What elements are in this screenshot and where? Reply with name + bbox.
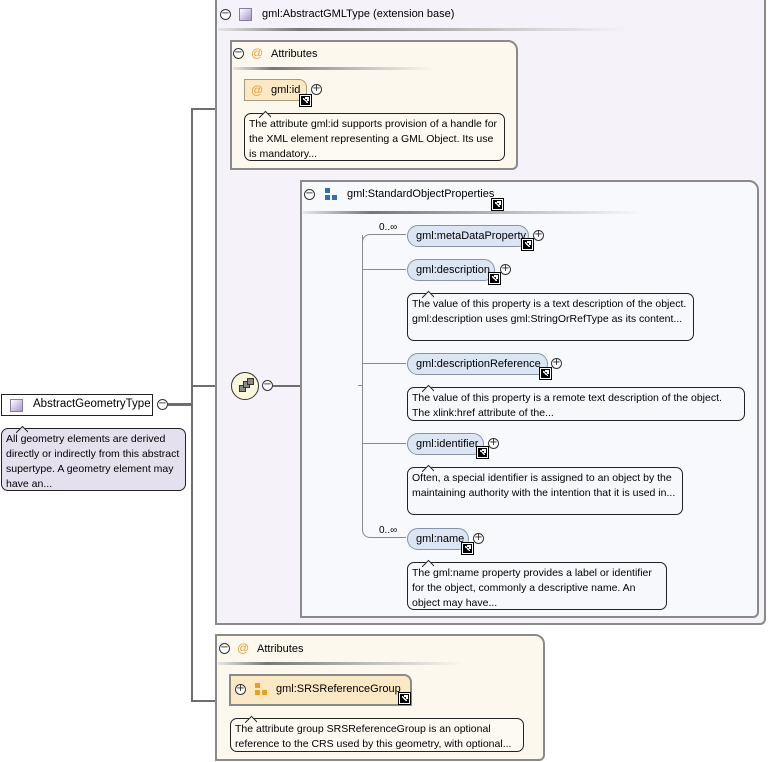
complex-type-icon xyxy=(239,8,252,21)
element-annotation-text: Often, a special identifier is assigned … xyxy=(412,472,676,499)
expand-element-toggle[interactable]: + xyxy=(473,532,484,544)
external-link-icon[interactable] xyxy=(399,693,410,704)
root-type-box[interactable]: AbstractGeometryType xyxy=(1,394,153,416)
external-link-icon[interactable] xyxy=(522,239,533,250)
element-annotation-text: The value of this property is a remote t… xyxy=(412,392,722,419)
attribute-group-srsreferencegroup[interactable]: + gml:SRSReferenceGroup xyxy=(229,674,412,706)
expand-element-toggle[interactable]: + xyxy=(500,263,511,275)
attributes-title: Attributes xyxy=(257,643,304,655)
external-link-icon[interactable] xyxy=(489,273,500,284)
connector xyxy=(358,385,363,386)
group-icon xyxy=(325,188,337,200)
external-link-icon[interactable] xyxy=(477,447,488,458)
attribute-annotation-text: The attribute gml:id supports provision … xyxy=(249,118,498,160)
element-metadataproperty[interactable]: gml:metaDataProperty xyxy=(407,225,529,247)
attributes-title: Attributes xyxy=(271,48,318,60)
divider xyxy=(218,662,463,665)
connector xyxy=(168,403,192,406)
expand-element-toggle[interactable]: + xyxy=(488,437,499,449)
divider xyxy=(303,211,643,214)
group-title: gml:StandardObjectProperties xyxy=(347,188,495,200)
connector-trunk xyxy=(191,108,193,702)
element-description[interactable]: gml:description xyxy=(407,259,495,281)
external-link-icon[interactable] xyxy=(462,543,473,554)
attribute-gml-id[interactable]: @ gml:id xyxy=(244,79,307,101)
expand-attribute-group-toggle[interactable]: + xyxy=(235,683,246,695)
external-link-icon[interactable] xyxy=(492,199,503,210)
divider xyxy=(233,67,433,70)
element-annotation: The value of this property is a text des… xyxy=(407,293,694,341)
connector xyxy=(362,443,406,444)
expand-attribute-toggle[interactable]: + xyxy=(311,83,322,95)
root-annotation-text: All geometry elements are derived direct… xyxy=(6,433,180,490)
root-type-label: AbstractGeometryType xyxy=(33,398,151,410)
attribute-annotation: The attribute gml:id supports provision … xyxy=(244,113,505,161)
connector-trunk xyxy=(362,235,363,531)
connector xyxy=(273,385,316,387)
attribute-group-icon xyxy=(255,683,268,696)
attribute-group-annotation: The attribute group SRSReferenceGroup is… xyxy=(230,718,524,752)
element-identifier[interactable]: gml:identifier xyxy=(407,433,484,455)
collapse-sequence-toggle[interactable]: − xyxy=(262,379,273,391)
expand-element-toggle[interactable]: + xyxy=(551,357,562,369)
cardinality-label: 0..∞ xyxy=(379,222,398,233)
connector xyxy=(362,234,406,244)
element-annotation: The gml:name property provides a label o… xyxy=(407,562,667,610)
attribute-group-name: gml:SRSReferenceGroup xyxy=(276,683,401,695)
attribute-group-annotation-text: The attribute group SRSReferenceGroup is… xyxy=(235,723,512,750)
extension-title: gml:AbstractGMLType (extension base) xyxy=(262,8,455,20)
collapse-attributes-toggle[interactable]: − xyxy=(233,47,244,59)
external-link-icon[interactable] xyxy=(540,368,551,379)
connector xyxy=(362,269,406,270)
connector xyxy=(191,385,231,387)
root-annotation: All geometry elements are derived direct… xyxy=(1,428,186,491)
attribute-icon: @ xyxy=(237,641,250,655)
connector xyxy=(191,700,231,702)
element-annotation-text: The value of this property is a text des… xyxy=(412,298,687,325)
element-annotation: Often, a special identifier is assigned … xyxy=(407,467,683,515)
element-annotation: The value of this property is a remote t… xyxy=(407,387,745,421)
external-link-icon[interactable] xyxy=(300,95,311,106)
collapse-group-toggle[interactable]: − xyxy=(304,188,315,200)
collapse-root-toggle[interactable]: − xyxy=(157,398,168,410)
connector xyxy=(362,528,406,538)
attribute-icon: @ xyxy=(251,83,264,97)
attribute-icon: @ xyxy=(251,46,264,60)
connector xyxy=(191,108,231,110)
element-annotation-text: The gml:name property provides a label o… xyxy=(412,567,652,609)
attribute-name: gml:id xyxy=(271,84,301,96)
connector xyxy=(362,363,406,364)
sequence-compositor[interactable] xyxy=(231,372,259,400)
complex-type-icon xyxy=(10,399,23,412)
collapse-attributes-toggle[interactable]: − xyxy=(219,642,230,654)
divider xyxy=(218,28,628,31)
expand-element-toggle[interactable]: + xyxy=(533,229,544,241)
collapse-extension-toggle[interactable]: − xyxy=(220,8,231,20)
element-descriptionreference[interactable]: gml:descriptionReference xyxy=(407,353,548,375)
element-name[interactable]: gml:name xyxy=(407,528,469,550)
cardinality-label: 0..∞ xyxy=(379,525,398,536)
